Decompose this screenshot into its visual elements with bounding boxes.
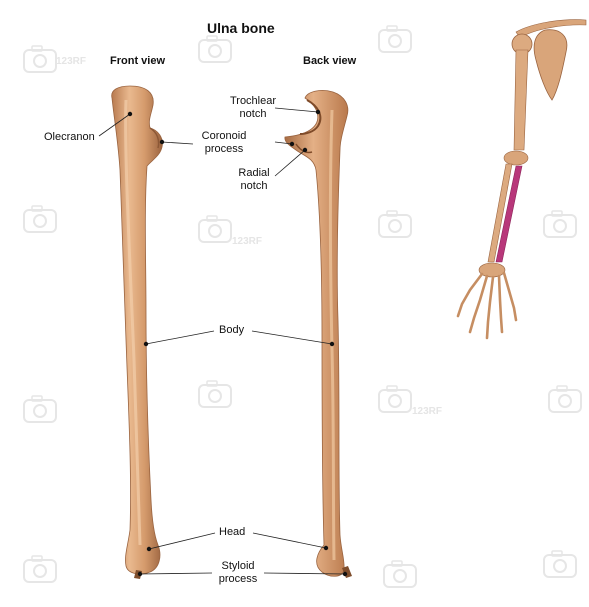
label-head: Head <box>219 526 245 539</box>
camera-icon <box>199 216 231 242</box>
ulna-back-view <box>285 90 352 578</box>
camera-icon <box>24 556 56 582</box>
label-line: Styloid <box>212 560 264 573</box>
label-line: Trochlear <box>228 95 278 108</box>
camera-icon <box>379 386 411 412</box>
label-line: Radial <box>232 167 276 180</box>
label-line: process <box>195 143 253 156</box>
camera-icon <box>379 26 411 52</box>
label-line: notch <box>232 180 276 193</box>
label-trochlear-notch: Trochlear notch <box>228 95 278 121</box>
camera-icon <box>549 386 581 412</box>
camera-icon <box>384 561 416 587</box>
label-body: Body <box>219 324 244 337</box>
watermark-text: 123RF <box>412 406 442 417</box>
camera-icon <box>544 211 576 237</box>
camera-icon <box>379 211 411 237</box>
label-radial-notch: Radial notch <box>232 167 276 193</box>
arm-skeleton-thumbnail <box>458 20 586 338</box>
diagram-title: Ulna bone <box>207 20 275 36</box>
watermark-text: 123RF <box>232 236 262 247</box>
label-line: notch <box>228 108 278 121</box>
ulna-front-view <box>112 86 163 579</box>
front-view-label: Front view <box>110 55 165 67</box>
camera-icon <box>24 46 56 72</box>
camera-icon <box>24 396 56 422</box>
back-view-label: Back view <box>303 55 356 67</box>
label-styloid-process: Styloid process <box>212 560 264 586</box>
label-olecranon: Olecranon <box>44 131 95 144</box>
watermark-layer: 123RF 123RF 123RF <box>24 26 581 587</box>
label-line: Coronoid <box>195 130 253 143</box>
watermark-text: 123RF <box>56 56 86 67</box>
camera-icon <box>199 381 231 407</box>
camera-icon <box>24 206 56 232</box>
label-line: process <box>212 573 264 586</box>
camera-icon <box>544 551 576 577</box>
label-coronoid-process: Coronoid process <box>195 130 253 156</box>
camera-icon <box>199 36 231 62</box>
